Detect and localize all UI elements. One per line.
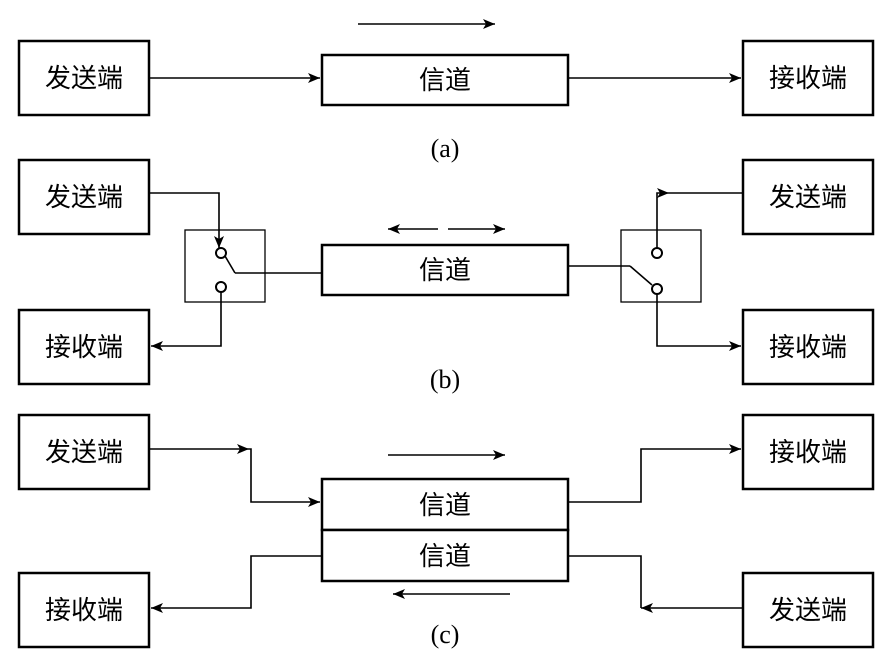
right-switch-blade bbox=[629, 265, 653, 286]
left-sender-link-2 bbox=[249, 448, 320, 507]
left-receiver-link bbox=[151, 555, 322, 613]
right-sender-to-switch bbox=[656, 192, 743, 248]
channel-label-lower: 信道 bbox=[419, 542, 471, 572]
left-sender-label-c: 发送端 bbox=[45, 438, 123, 468]
channel-label: 信道 bbox=[419, 66, 471, 96]
left-sender-box bbox=[17, 158, 151, 236]
right-receiver-box-c bbox=[741, 413, 875, 491]
channel-label-upper: 信道 bbox=[419, 491, 471, 521]
right-receiver-link bbox=[568, 444, 741, 503]
left-receiver-box bbox=[17, 308, 151, 386]
left-switch-bottom-node bbox=[215, 281, 227, 293]
left-switch-blade bbox=[224, 255, 236, 274]
panel-a: 发送端 信道 接收端 (a) bbox=[17, 19, 875, 163]
caption-c: (c) bbox=[431, 620, 460, 649]
receiver-label: 接收端 bbox=[769, 64, 847, 94]
right-sender-arrowhead bbox=[657, 188, 669, 198]
left-receiver-label-c: 接收端 bbox=[45, 596, 123, 626]
panel-b: 发送端 接收端 信道 发送端 接收端 (b) bbox=[17, 158, 875, 394]
receiver-box bbox=[741, 39, 875, 117]
right-sender-box bbox=[741, 158, 875, 236]
right-sender-box-c bbox=[741, 571, 875, 649]
left-sender-to-switch bbox=[149, 192, 224, 248]
left-receiver-box-c bbox=[17, 571, 151, 649]
channel-box bbox=[320, 53, 570, 107]
right-receiver-box bbox=[741, 308, 875, 386]
caption-b: (b) bbox=[430, 365, 460, 394]
channel-box-b bbox=[320, 243, 570, 297]
right-receiver-label-c: 接收端 bbox=[769, 438, 847, 468]
left-sender-box-c bbox=[17, 413, 151, 491]
right-switch-to-receiver bbox=[656, 294, 741, 351]
left-sender-label: 发送端 bbox=[45, 183, 123, 213]
right-switch-top-node bbox=[651, 247, 663, 259]
right-sender-label: 发送端 bbox=[769, 183, 847, 213]
panel-c: 发送端 接收端 信道 信道 接收端 发送端 (c) bbox=[17, 413, 875, 649]
caption-a: (a) bbox=[431, 134, 460, 163]
channel-label-b: 信道 bbox=[419, 256, 471, 286]
right-sender-label-c: 发送端 bbox=[769, 596, 847, 626]
sender-label: 发送端 bbox=[45, 64, 123, 94]
channel-box-upper bbox=[320, 477, 570, 532]
right-receiver-label: 接收端 bbox=[769, 333, 847, 363]
left-switch-top-node bbox=[215, 247, 227, 259]
right-switch-bottom-node bbox=[651, 283, 663, 295]
left-switch-to-receiver bbox=[151, 292, 222, 351]
right-sender-link-2 bbox=[568, 555, 642, 608]
left-receiver-label: 接收端 bbox=[45, 333, 123, 363]
